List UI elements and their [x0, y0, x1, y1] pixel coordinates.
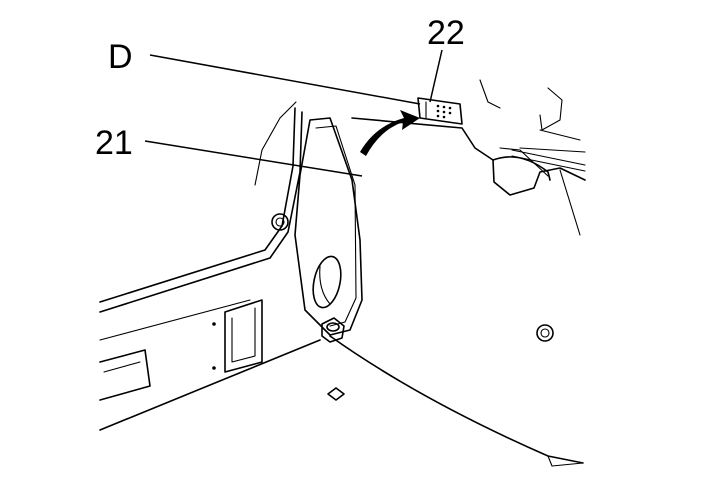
- left-quarter-panel: [99, 101, 303, 341]
- leader-line-22: [429, 49, 443, 103]
- side-bracket: [212, 299, 263, 373]
- label-tag-22: [417, 97, 463, 125]
- trunk-floor-edge: [99, 335, 584, 467]
- callout-21-label: 21: [95, 124, 133, 162]
- trim-panel-21: [294, 117, 363, 336]
- leader-line-d: [149, 54, 421, 105]
- direction-arrow: [360, 110, 420, 156]
- callout-22-label: 22: [427, 14, 465, 52]
- floor-fastener: [321, 317, 345, 343]
- right-wall-hole: [536, 324, 554, 342]
- floor-hole: [327, 387, 345, 401]
- callout-d-label: D: [108, 38, 133, 76]
- leader-line-21: [144, 140, 363, 177]
- trunk-strap: [511, 149, 586, 172]
- lower-left-rib: [99, 349, 151, 401]
